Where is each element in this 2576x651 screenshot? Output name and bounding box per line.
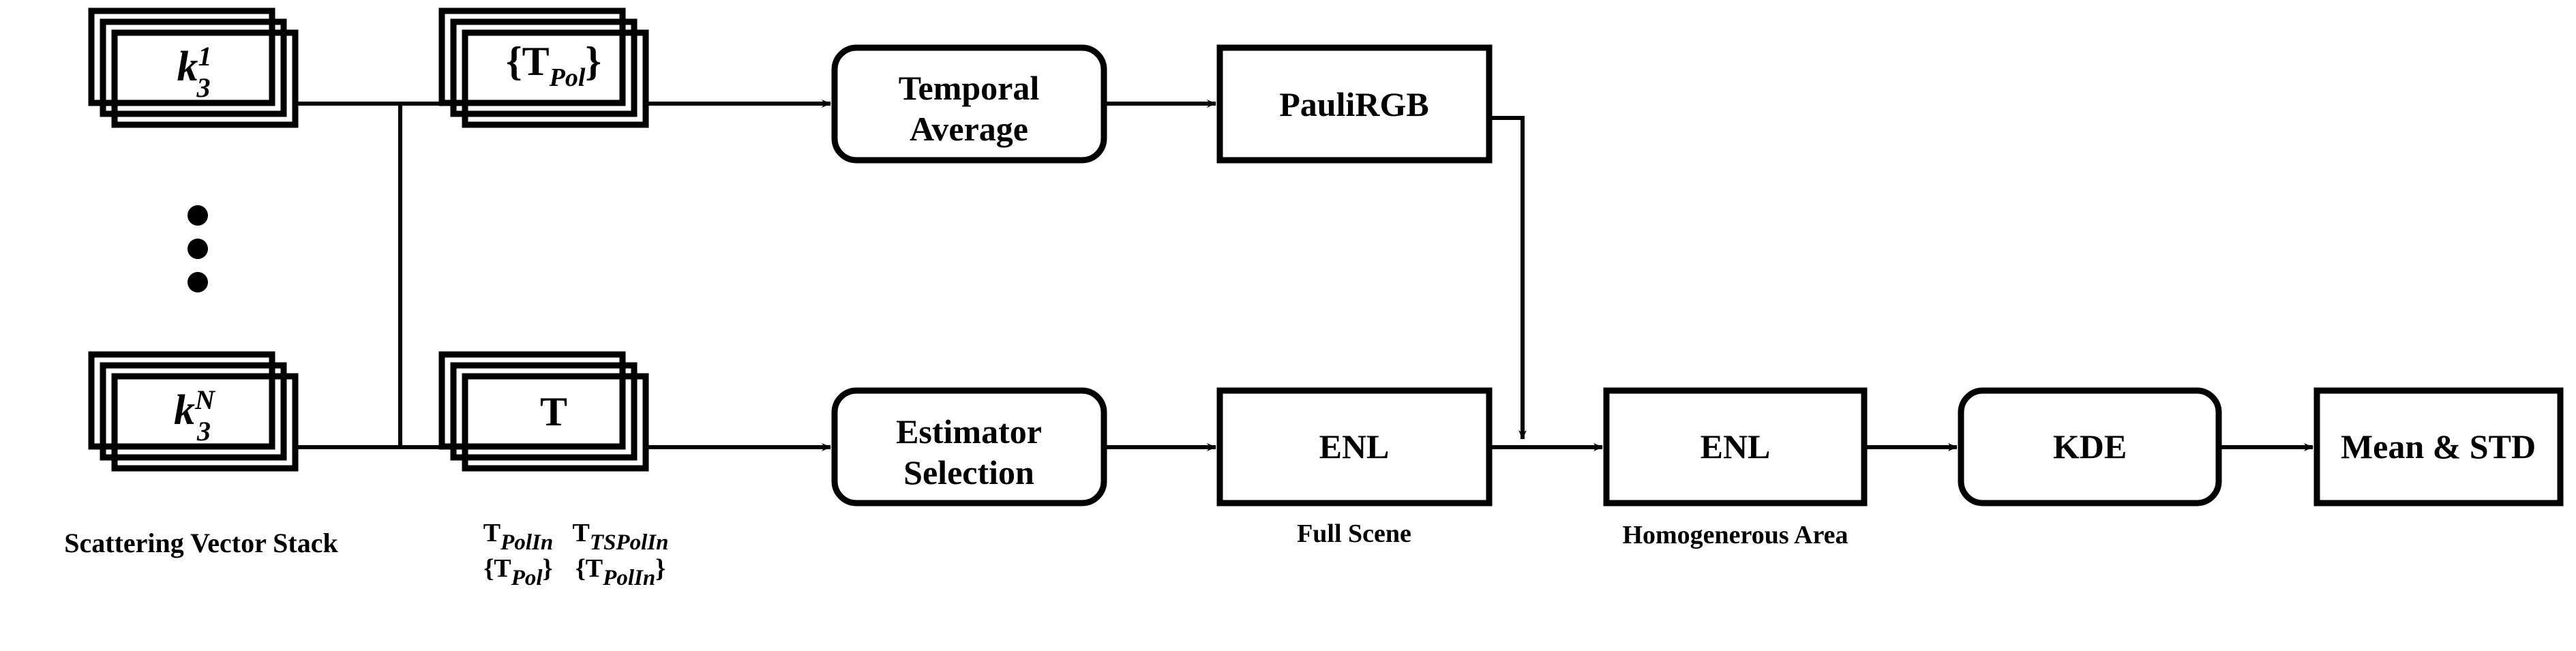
t-tspolin-caption: TTSPolIn: [573, 519, 669, 555]
estimator-selection-label-line1: Estimator: [896, 412, 1042, 451]
scattering-vector-stack-caption: Scattering Vector Stack: [64, 528, 338, 558]
enl-homogeneous-label: ENL: [1701, 427, 1771, 466]
enl-full-scene-node[interactable]: ENL: [1216, 387, 1493, 506]
temporal-average-label-line1: Temporal: [899, 69, 1040, 107]
vertical-ellipsis-icon: [188, 205, 208, 292]
pauli-rgb-node[interactable]: PauliRGB: [1216, 44, 1493, 164]
temporal-average-label-line2: Average: [910, 110, 1028, 148]
enl-full-scene-label: ENL: [1319, 427, 1390, 466]
kde-node[interactable]: KDE: [1958, 387, 2222, 506]
mean-std-node[interactable]: Mean & STD: [2313, 387, 2564, 506]
pauli-rgb-label: PauliRGB: [1279, 85, 1428, 123]
t-polin-caption: TPolIn: [483, 519, 553, 555]
kde-label: KDE: [2053, 427, 2127, 466]
t-polin-set-caption: {TPolIn}: [575, 554, 665, 590]
estimator-selection-node[interactable]: Estimator Selection: [831, 387, 1107, 506]
t-pol-stack: {TPol}: [438, 7, 649, 128]
t-pol-stack-label: {TPol}: [506, 39, 601, 92]
estimator-selection-label-line2: Selection: [903, 453, 1034, 491]
enl-homogeneous-node[interactable]: ENL: [1603, 387, 1868, 506]
t-matrix-label: T: [540, 389, 567, 434]
enl-homogeneous-caption: Homogenerous Area: [1622, 521, 1848, 549]
mean-std-label: Mean & STD: [2341, 427, 2536, 466]
k-stack-trunk-connector: [295, 100, 473, 451]
t-matrix-stack: T: [438, 351, 649, 472]
edge-pauli-to-enl-homogeneous: [1489, 116, 1527, 440]
temporal-average-node[interactable]: Temporal Average: [831, 44, 1107, 164]
t-pol-set-caption: {TPol}: [483, 554, 552, 590]
enl-full-scene-caption: Full Scene: [1297, 519, 1411, 548]
